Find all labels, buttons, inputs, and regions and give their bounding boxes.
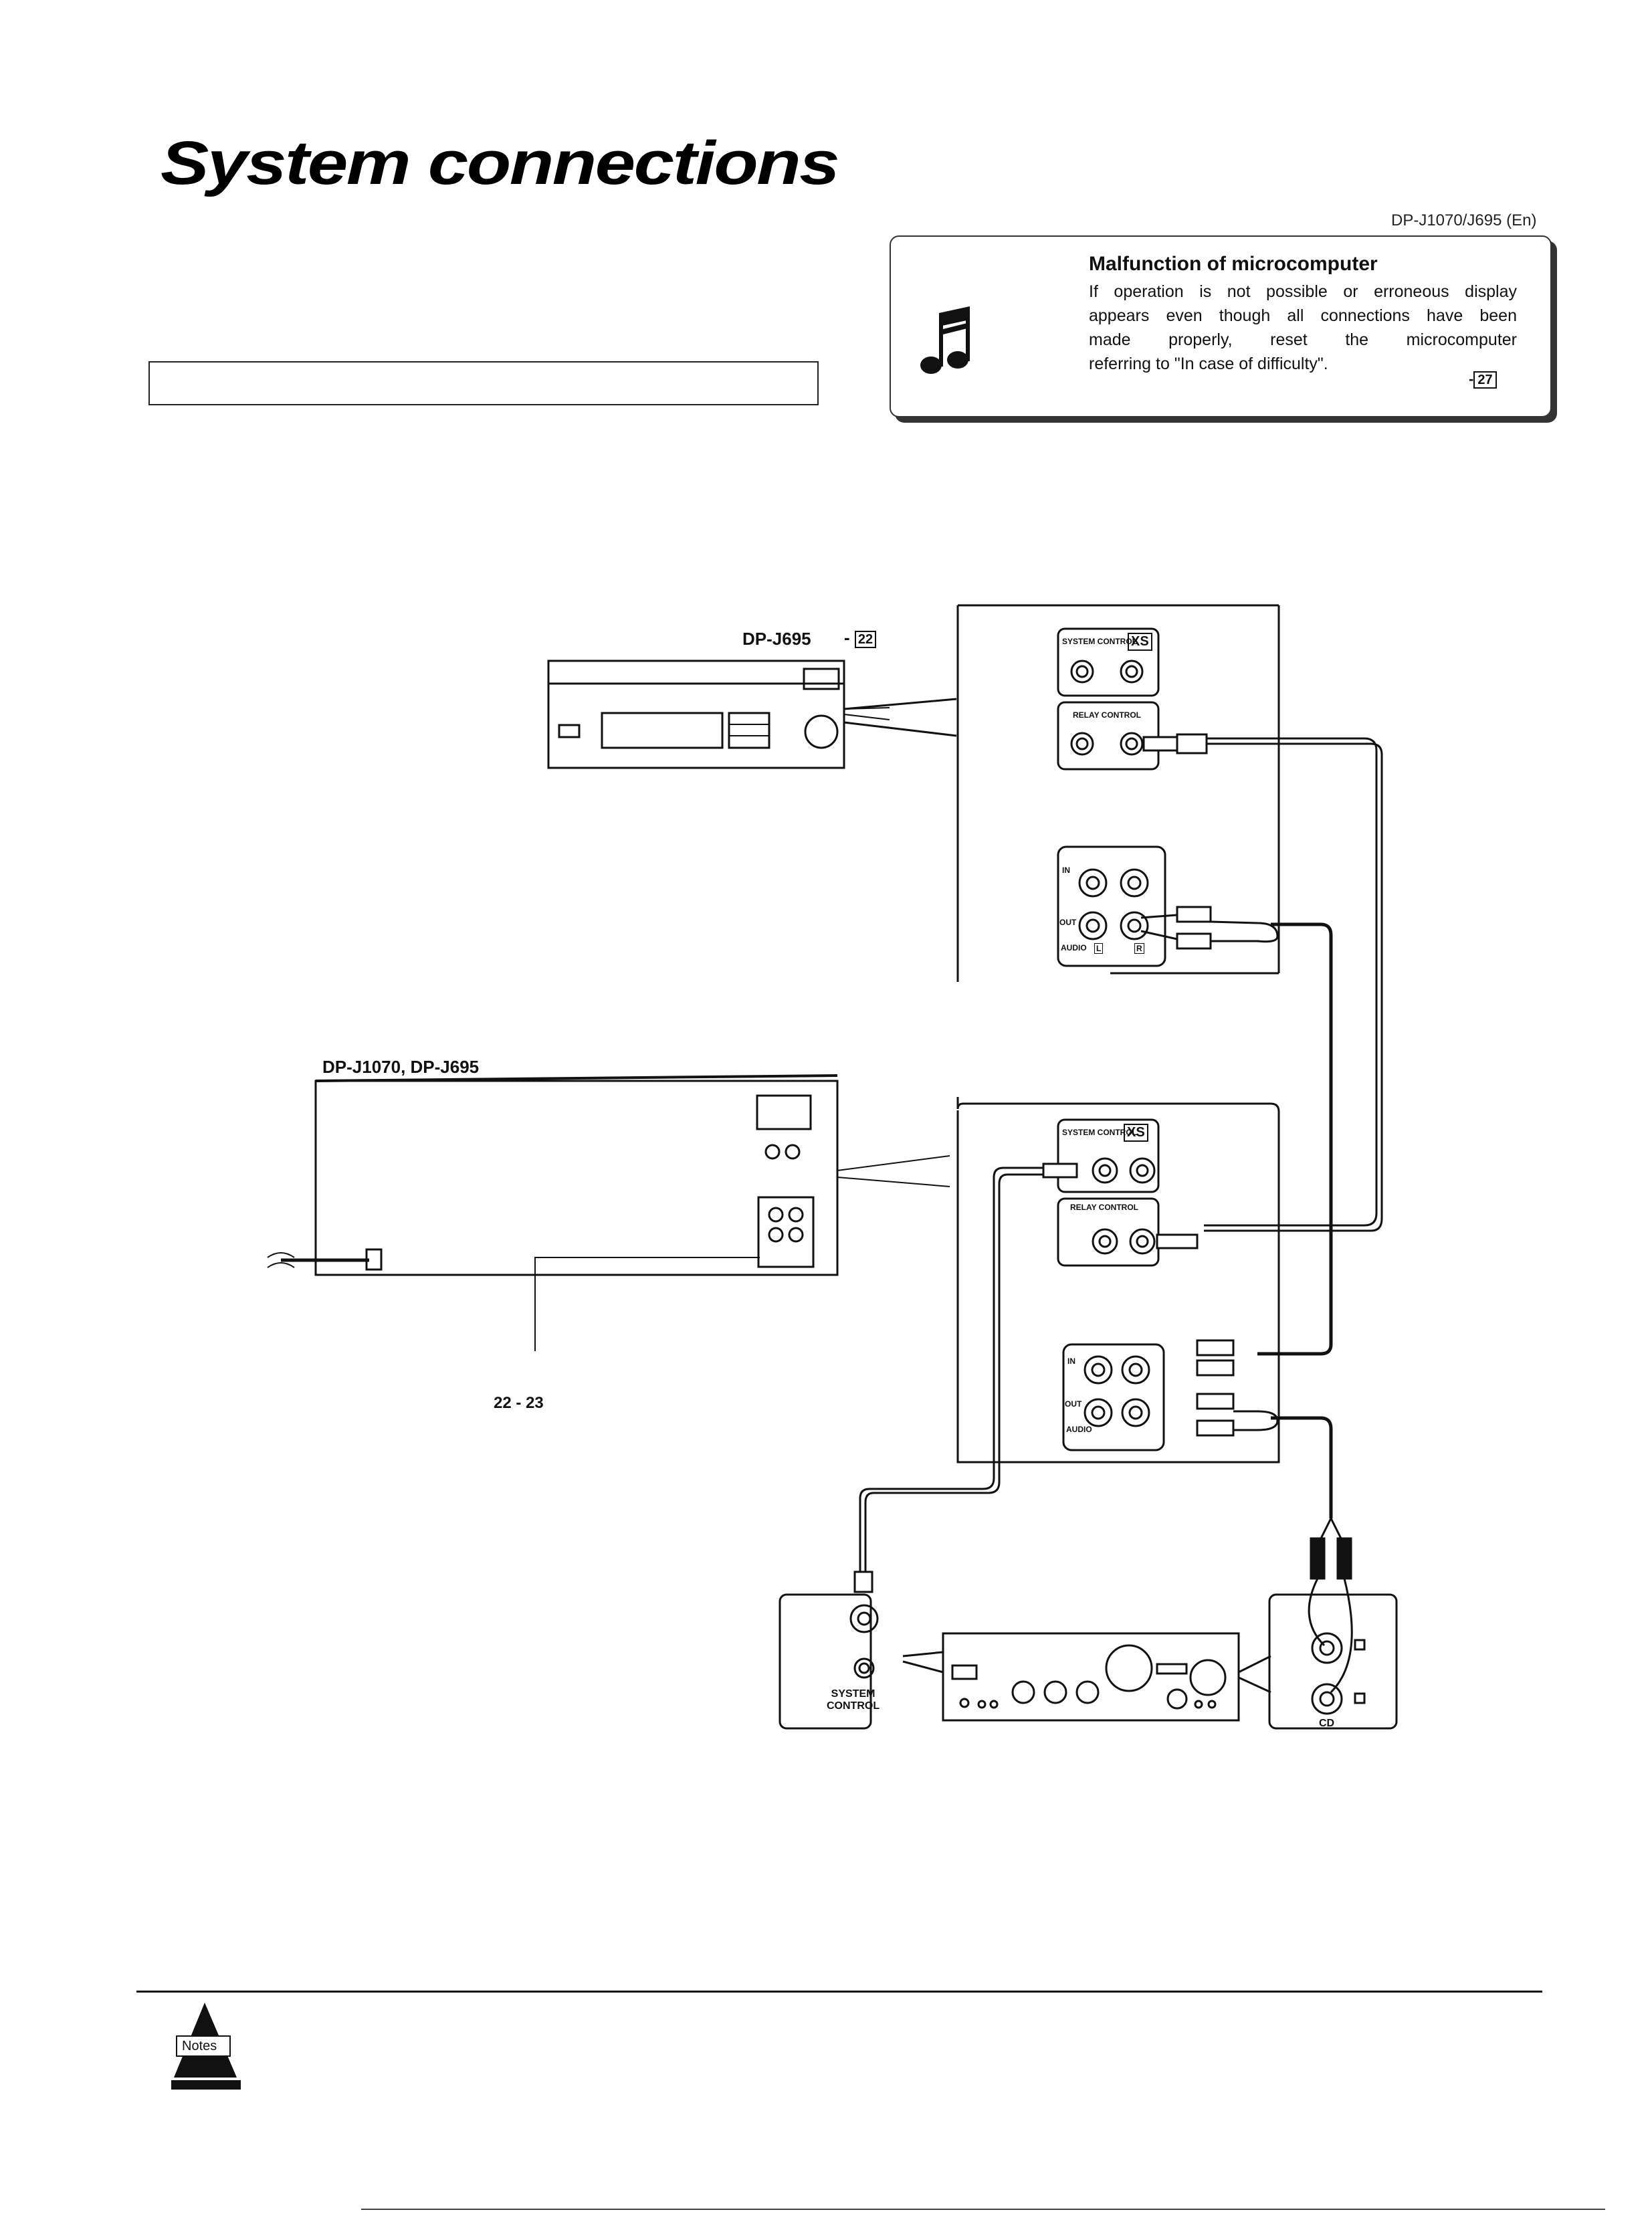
audio-cable-lower: [1196, 1339, 1353, 1694]
xs-logo: XS: [1124, 1124, 1148, 1142]
model-code: DP-J1070/J695 (En): [1391, 211, 1537, 229]
xs-logo: XS: [1128, 633, 1152, 651]
jack-label-system-control: SYSTEM CONTROL: [1062, 1128, 1138, 1137]
tip-line: referring to "In case of difficulty".: [1089, 355, 1328, 373]
jack-label-out: OUT: [1065, 1399, 1082, 1409]
tip-box: [890, 235, 1552, 417]
jack-label-in: IN: [1067, 1356, 1075, 1366]
tip-title: Malfunction of microcomputer: [1089, 253, 1378, 275]
notes-icon: [171, 2003, 241, 2090]
upper-cd-player-front: [547, 660, 890, 769]
relay-control-cable: [1142, 733, 1383, 1232]
amplifier: [779, 1593, 1398, 1730]
lower-unit-page-refs: 22 - 23: [494, 1394, 544, 1412]
amp-cd-label: CD: [1319, 1718, 1335, 1729]
jack-label-out: OUT: [1059, 918, 1077, 927]
lower-unit-label: DP-J1070, DP-J695: [322, 1057, 480, 1077]
jack-label-right: R: [1134, 943, 1144, 954]
lower-jack-panel: [956, 1097, 1280, 1463]
book-icon: 22: [854, 631, 877, 648]
tip-line: If operation is not possible or erroneou…: [1089, 282, 1517, 301]
system-control-cable: [853, 1167, 1043, 1593]
notes-label: Notes: [182, 2039, 217, 2053]
amp-system-control-label: SYSTEM CONTROL: [827, 1688, 880, 1712]
empty-heading-box: [148, 361, 819, 405]
page-title: System connections: [161, 129, 840, 197]
audio-cable-upper: [1140, 906, 1333, 1356]
tip-line: made properly, reset the microcomputer: [1089, 330, 1517, 349]
book-icon: 27: [1473, 371, 1497, 389]
jack-label-left: L: [1094, 943, 1104, 954]
music-note-icon: [920, 306, 970, 374]
upper-unit-label: DP-J695: [742, 629, 811, 649]
notes-divider: [136, 1991, 1542, 1993]
jack-label-relay-control: RELAY CONTROL: [1070, 1203, 1139, 1212]
tip-page-ref: -27: [1469, 371, 1497, 389]
tip-line: appears even though all connections have…: [1089, 306, 1517, 325]
footer-rule: [361, 2209, 1605, 2210]
jack-label-audio: AUDIO: [1061, 943, 1087, 952]
jack-label-relay-control: RELAY CONTROL: [1073, 710, 1142, 720]
jack-label-audio: AUDIO: [1066, 1425, 1092, 1434]
lower-cd-player-rear: [267, 1074, 950, 1351]
upper-jack-panel: [843, 604, 1280, 982]
upper-unit-page-ref: - 22: [844, 627, 877, 648]
jack-label-in: IN: [1062, 866, 1070, 875]
jack-label-system-control: SYSTEM CONTROL: [1062, 637, 1138, 646]
